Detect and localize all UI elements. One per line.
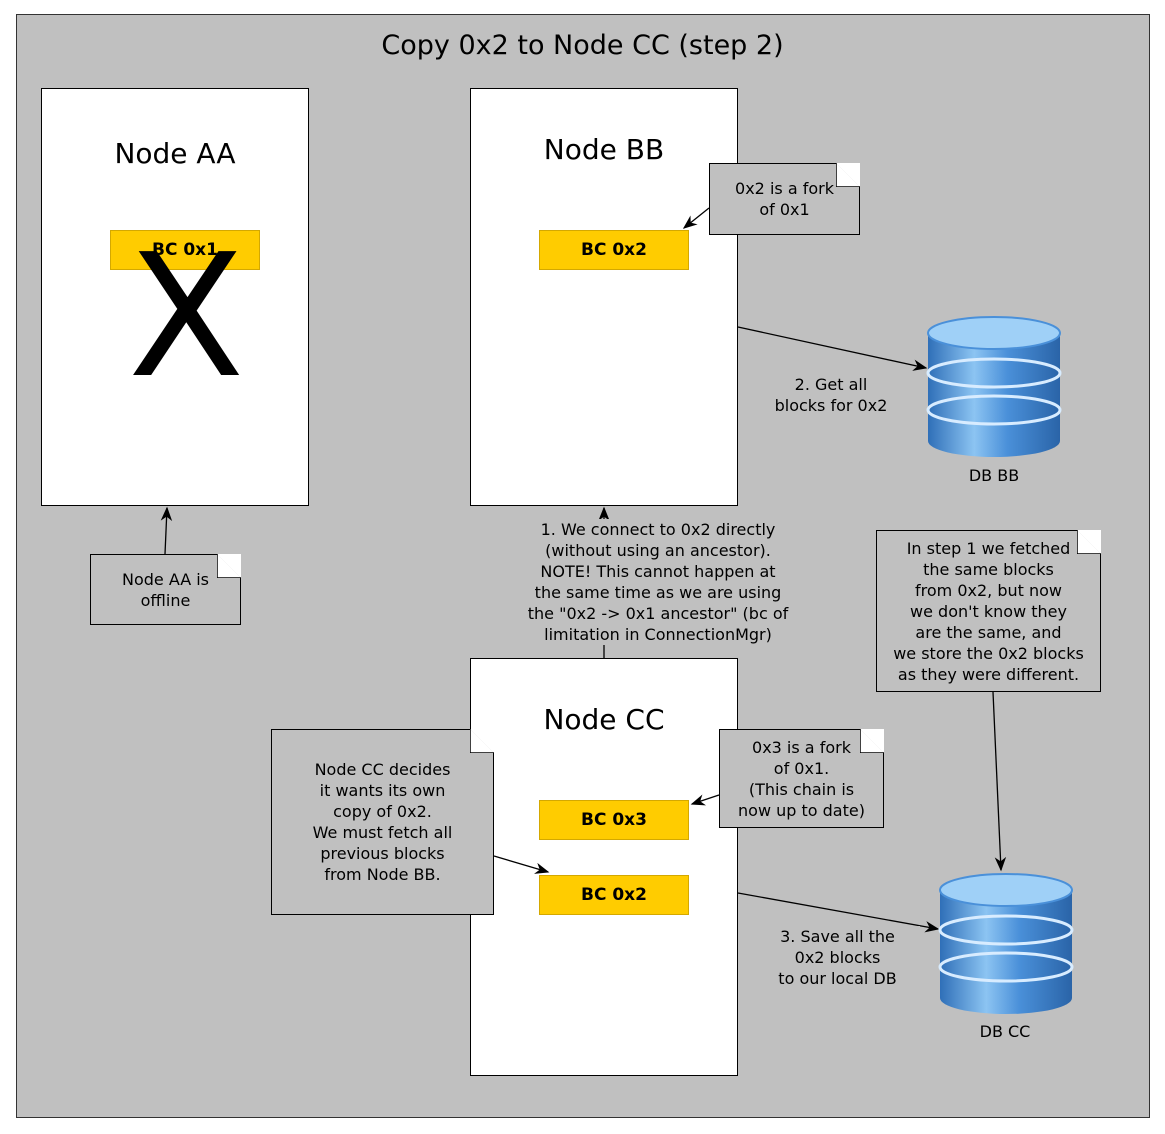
diagram-title: Copy 0x2 to Node CC (step 2) (381, 30, 784, 61)
note-fold-icon (836, 163, 860, 187)
arrow-offline-note (160, 506, 173, 555)
note-line: are the same, and (915, 622, 1062, 642)
arrow-step1-note (992, 691, 1007, 872)
note-line: copy of 0x2. (333, 802, 432, 821)
label-line: the "0x2 -> 0x1 ancestor" (bc of (527, 604, 789, 623)
label-connect: 1. We connect to 0x2 directly (without u… (498, 519, 818, 645)
label-line: 3. Save all the (780, 927, 895, 946)
node-aa-title: Node AA (114, 137, 236, 170)
note-line: previous blocks (320, 844, 445, 863)
label-line: blocks for 0x2 (774, 396, 888, 415)
note-line: the same blocks (923, 559, 1054, 579)
label-line: 1. We connect to 0x2 directly (540, 520, 776, 539)
note-line: Node CC decides (314, 760, 451, 779)
label-line: 2. Get all (794, 375, 868, 394)
note-line: from Node BB. (324, 865, 441, 884)
label-line: to our local DB (778, 969, 897, 988)
note-line: as they were different. (897, 664, 1080, 684)
db-cc-label: DB CC (979, 1022, 1031, 1041)
note-line: In step 1 we fetched (906, 538, 1071, 558)
database-bb-icon (926, 316, 1062, 457)
note-line: now up to date) (738, 800, 865, 820)
database-cc-icon (938, 873, 1074, 1014)
label-line: the same time as we are using (534, 583, 782, 602)
node-cc-chain-bottom: BC 0x2 (539, 875, 689, 915)
node-bb-chain: BC 0x2 (539, 230, 689, 270)
note-line: Node AA is (121, 569, 210, 589)
note-line: we store the 0x2 blocks (893, 643, 1084, 663)
node-aa: Node AA (41, 88, 309, 506)
note-line: 0x3 is a fork (752, 737, 851, 757)
label-get-blocks: 2. Get all blocks for 0x2 (756, 374, 906, 416)
label-line: 0x2 blocks (794, 948, 881, 967)
node-aa-chain: BC 0x1 (110, 230, 260, 270)
note-bb-fork: 0x2 is a fork of 0x1 (709, 163, 860, 235)
db-bb-label: DB BB (968, 466, 1020, 485)
node-cc-chain-top: BC 0x3 (539, 800, 689, 840)
note-line: offline (140, 590, 191, 610)
node-cc: Node CC (470, 658, 738, 1076)
note-cc-fork: 0x3 is a fork of 0x1. (This chain is now… (719, 729, 884, 828)
arrow-decides-note (493, 855, 550, 874)
note-line: of 0x1. (773, 758, 830, 778)
note-line: it wants its own (319, 781, 446, 800)
note-line: (This chain is (748, 779, 855, 799)
note-line: we don't know they (910, 601, 1067, 621)
note-line: of 0x1 (759, 200, 810, 219)
node-bb: Node BB (470, 88, 738, 506)
note-fold-icon (217, 554, 241, 578)
note-fold-icon (860, 729, 884, 753)
label-line: NOTE! This cannot happen at (540, 562, 776, 581)
note-line: We must fetch all (312, 823, 453, 842)
note-line: from 0x2, but now (915, 580, 1062, 600)
node-cc-title: Node CC (543, 703, 665, 736)
label-line: limitation in ConnectionMgr) (544, 625, 772, 644)
arrow-fork-note-bb (682, 207, 710, 229)
offline-x-mark: X (128, 218, 245, 416)
arrow-save-blocks (737, 892, 940, 933)
label-line: (without using an ancestor). (545, 541, 771, 560)
node-bb-title: Node BB (543, 133, 665, 166)
note-step1: In step 1 we fetched the same blocks fro… (876, 530, 1101, 692)
note-cc-decides: Node CC decides it wants its own copy of… (271, 729, 494, 915)
label-save-blocks: 3. Save all the 0x2 blocks to our local … (755, 926, 920, 989)
arrow-fork-note-cc (690, 794, 720, 806)
note-fold-icon (1077, 530, 1101, 554)
note-fold-icon (470, 729, 494, 753)
note-line: 0x2 is a fork (735, 179, 834, 198)
arrow-get-blocks (737, 326, 928, 371)
